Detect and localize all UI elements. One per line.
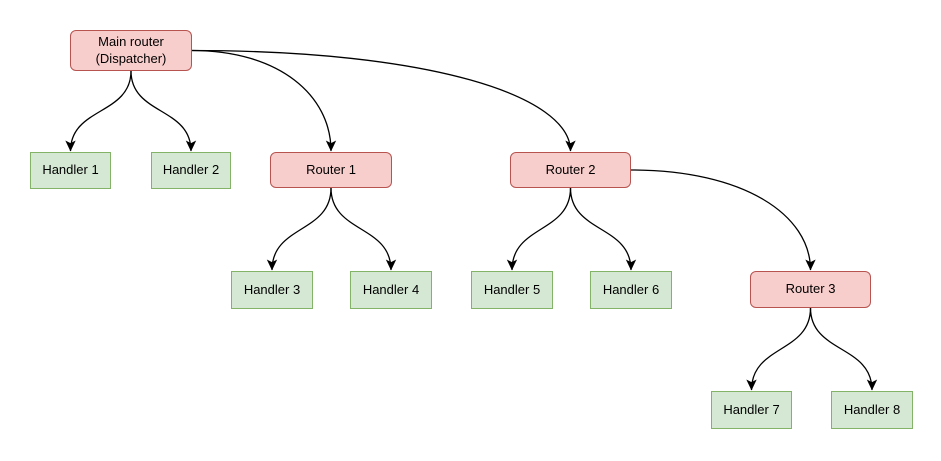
node-label: Handler 4 [362, 281, 420, 297]
node-label: Handler 6 [602, 281, 660, 297]
edge-router-1-to-handler-4 [330, 187, 397, 271]
node-handler-6: Handler 6 [590, 271, 672, 309]
edge-router-1-to-handler-3 [266, 187, 332, 271]
node-label: Router 2 [545, 161, 596, 177]
edge-main-router-to-handler-2 [130, 70, 197, 152]
edge-main-router-to-handler-1 [65, 70, 132, 152]
node-label: Handler 3 [243, 281, 301, 297]
node-label: Handler 1 [42, 162, 99, 178]
node-label: Handler 7 [723, 401, 780, 417]
node-label: Main router [98, 34, 164, 50]
node-router-3: Router 3 [750, 271, 871, 308]
node-handler-1: Handler 1 [30, 152, 111, 189]
node-handler-3: Handler 3 [231, 271, 313, 309]
edge-router-2-to-handler-5 [506, 187, 572, 271]
node-main-router: Main router(Dispatcher) [70, 30, 192, 71]
edge-router-3-to-handler-7 [746, 307, 812, 391]
node-handler-5: Handler 5 [471, 271, 553, 309]
node-label: Router 1 [306, 161, 356, 177]
node-handler-2: Handler 2 [151, 152, 231, 189]
node-handler-4: Handler 4 [350, 271, 432, 309]
node-handler-7: Handler 7 [711, 391, 792, 429]
edge-router-3-to-handler-8 [809, 307, 878, 391]
node-handler-8: Handler 8 [831, 391, 913, 429]
node-router-2: Router 2 [510, 152, 631, 188]
node-router-1: Router 1 [270, 152, 392, 188]
edge-router-2-to-handler-6 [569, 187, 637, 271]
node-label: (Dispatcher) [95, 50, 167, 66]
node-label: Router 3 [785, 281, 836, 297]
node-label: Handler 8 [843, 401, 901, 417]
node-label: Handler 5 [483, 281, 541, 297]
edge-main-router-to-router-1 [191, 49, 337, 152]
edge-main-router-to-router-2 [191, 49, 576, 152]
node-label: Handler 2 [162, 162, 220, 178]
edge-router-2-to-router-3 [630, 169, 816, 271]
